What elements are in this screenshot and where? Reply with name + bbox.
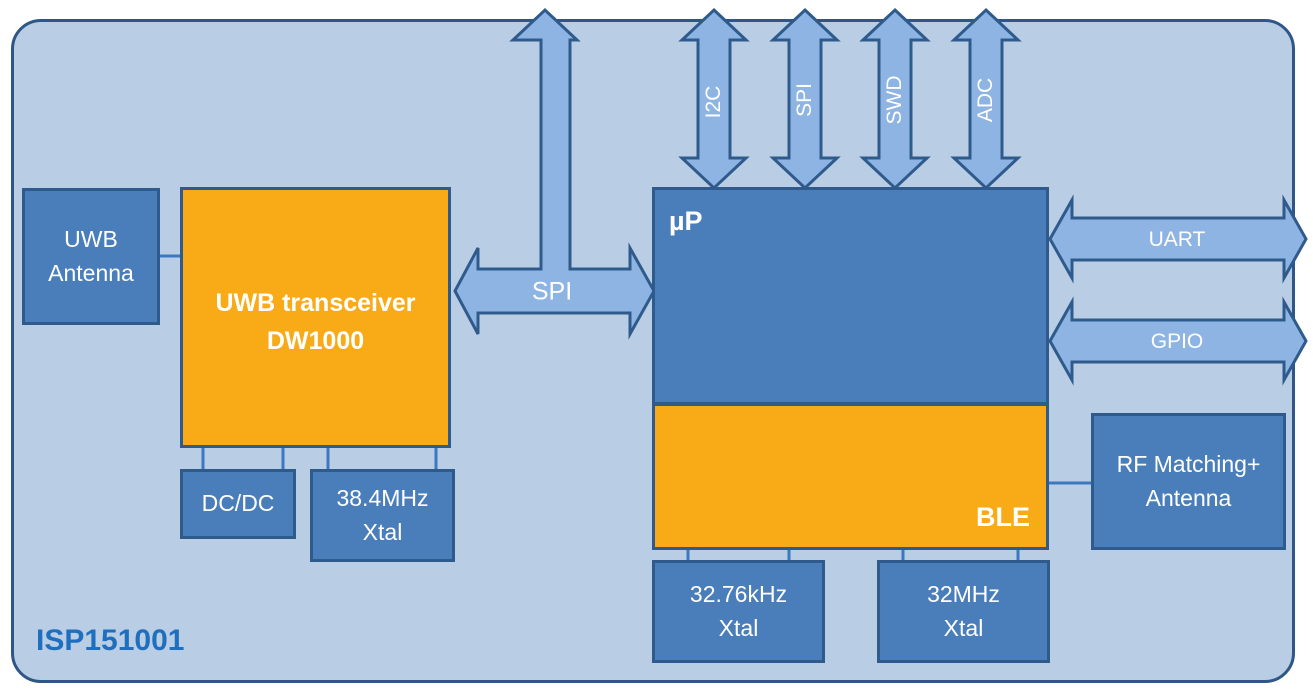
xtal-32mhz-block: 32MHz Xtal bbox=[877, 560, 1050, 663]
uwb-antenna-block: UWB Antenna bbox=[22, 188, 160, 325]
uart-label: UART bbox=[1148, 228, 1206, 251]
microprocessor-block: µP bbox=[652, 187, 1049, 405]
gpio-arrow bbox=[1048, 296, 1308, 386]
spi-top-label: SPI bbox=[793, 83, 816, 117]
xtal-32-76khz-block: 32.76kHz Xtal bbox=[652, 560, 825, 663]
swd-label: SWD bbox=[883, 75, 906, 125]
module-label: ISP151001 bbox=[36, 624, 185, 657]
gpio-label: GPIO bbox=[1150, 330, 1204, 353]
ble-block: BLE bbox=[652, 403, 1049, 550]
spi-main-arrow bbox=[453, 7, 656, 340]
i2c-label: I2C bbox=[702, 85, 725, 119]
dcdc-block: DC/DC bbox=[180, 469, 296, 539]
uart-arrow bbox=[1048, 194, 1308, 284]
adc-label: ADC bbox=[974, 77, 997, 123]
xtal-38-4mhz-block: 38.4MHz Xtal bbox=[310, 469, 455, 562]
spi-main-label: SPI bbox=[531, 277, 573, 306]
uwb-transceiver-block: UWB transceiver DW1000 bbox=[180, 187, 451, 448]
rf-matching-antenna-block: RF Matching+ Antenna bbox=[1091, 413, 1286, 550]
